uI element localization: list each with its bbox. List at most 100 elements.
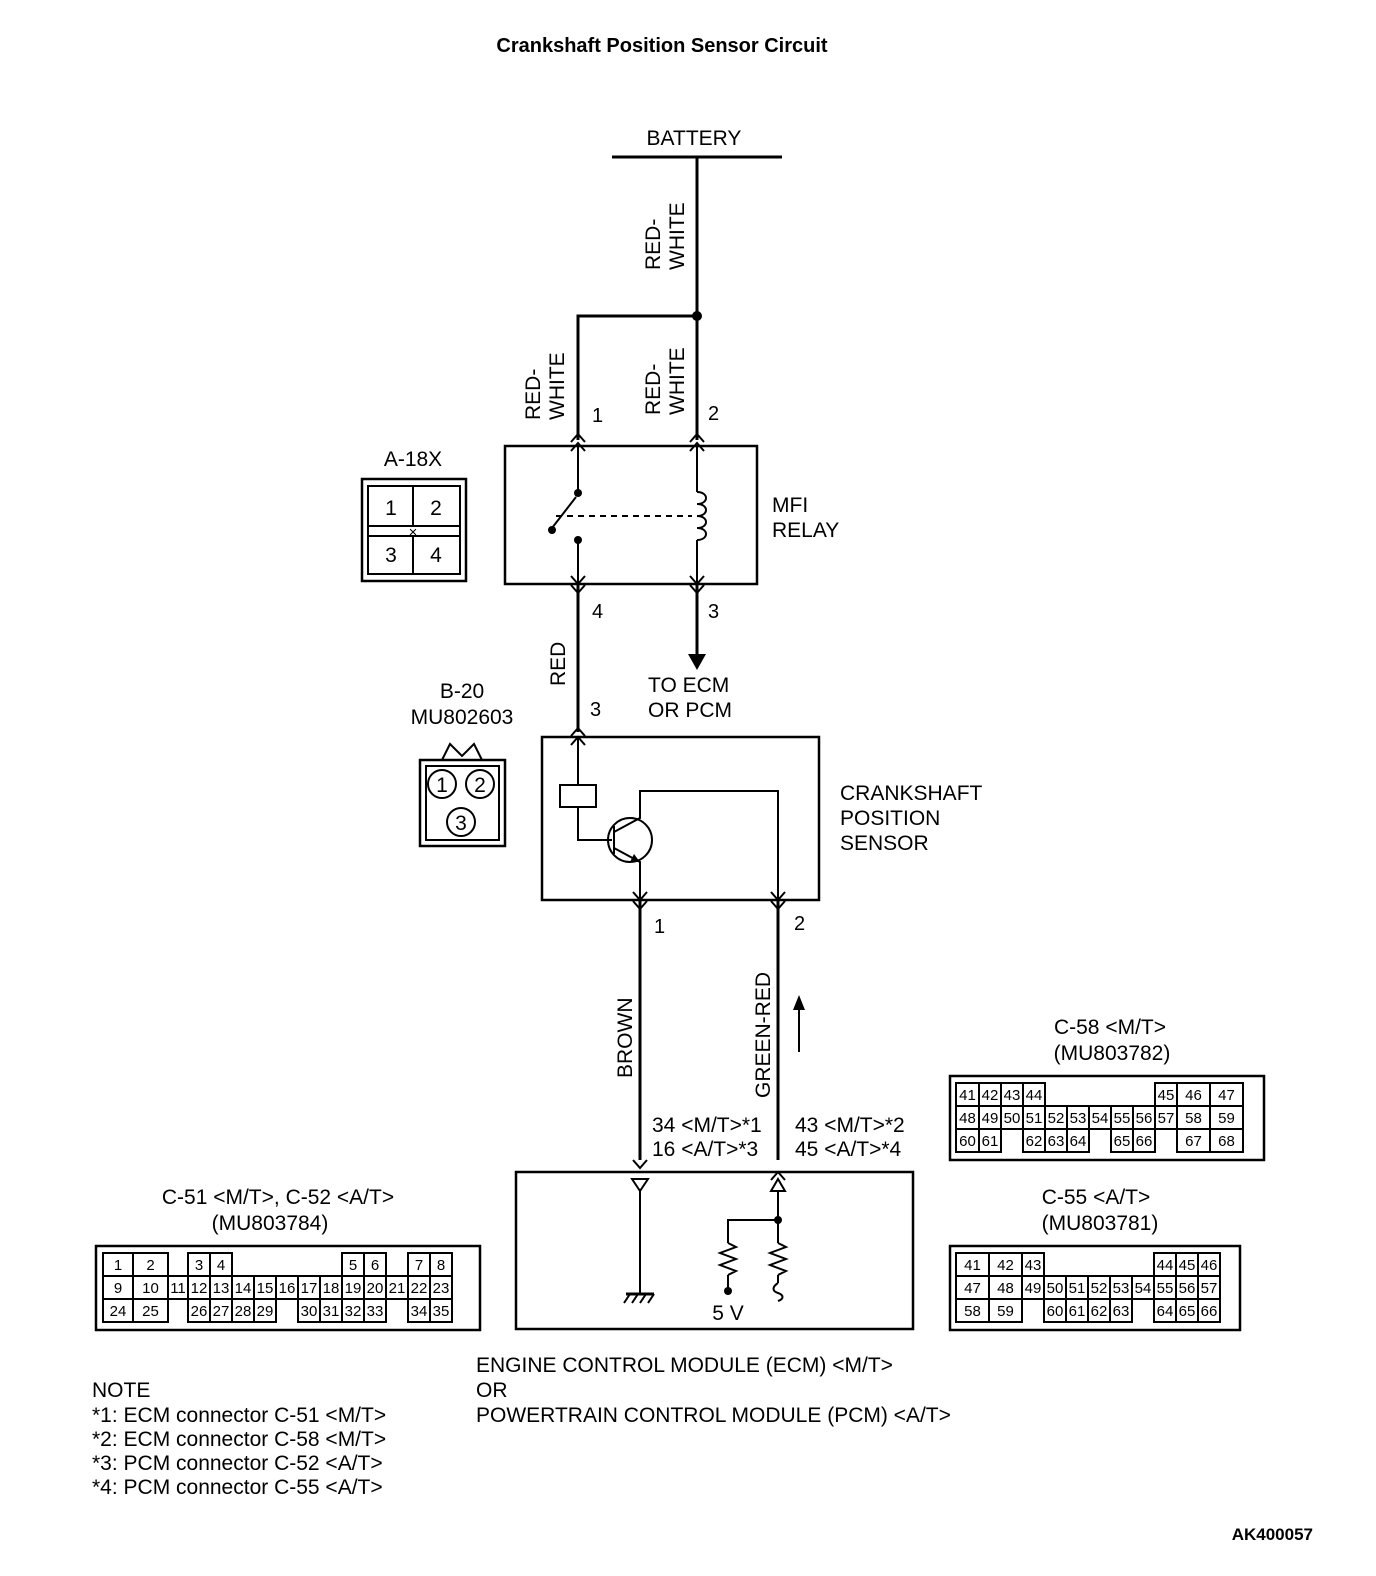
connector-arrow [570, 726, 586, 737]
note-item: *1: ECM connector C-51 <M/T> [92, 1404, 386, 1427]
connector-pin-number: 9 [114, 1280, 122, 1297]
connector-pin-number: 48 [997, 1280, 1014, 1297]
ground-hatch [647, 1293, 655, 1304]
connector-pin-number: 5 [349, 1257, 357, 1274]
sensor-connector-pin: 2 [474, 774, 486, 797]
connector-pin-cell [253, 1298, 277, 1323]
ground-input-icon [630, 1178, 650, 1193]
note-item: *2: ECM connector C-58 <M/T> [92, 1428, 386, 1451]
connector-pin-number: 53 [1113, 1280, 1130, 1297]
c58-part: (MU803782) [1054, 1042, 1171, 1065]
relay-connector-pin: 3 [385, 544, 397, 567]
signal-input-icon [769, 1177, 787, 1192]
connector-pin-number: 27 [213, 1303, 230, 1320]
wire-label-red: RED [547, 642, 570, 686]
c58-title: C-58 <M/T> [1054, 1016, 1166, 1039]
wire-label-brown: BROWN [614, 998, 637, 1079]
connector-pin-number: 51 [1069, 1280, 1086, 1297]
connector-pin-cell [1209, 1128, 1244, 1153]
sensor-connector-code: B-20 [440, 680, 484, 703]
connector-pin-cell [1197, 1298, 1221, 1323]
connector-pin-number: 10 [142, 1280, 159, 1297]
connector-pin-number: 62 [1091, 1303, 1108, 1320]
connector-pin-cell [1109, 1298, 1133, 1323]
sensor-pin-1: 1 [654, 916, 665, 938]
connector-arrow [689, 441, 705, 452]
relay-pin-3: 3 [708, 601, 719, 623]
connector-pin-number: 61 [982, 1133, 999, 1150]
connector-pin-number: 56 [1179, 1280, 1196, 1297]
sensor-connector-pin: 3 [455, 812, 467, 835]
wire-label-green-red: GREEN-RED [752, 972, 775, 1098]
connector-pin-number: 30 [301, 1303, 318, 1320]
connector-pin-number: 63 [1048, 1133, 1065, 1150]
connector-pin-number: 32 [345, 1303, 362, 1320]
mfi-relay-box [503, 444, 759, 586]
sensor-connector-lock [441, 742, 483, 761]
connector-pin-number: 64 [1157, 1303, 1174, 1320]
transistor-emitter [613, 847, 641, 900]
connector-pin-number: 67 [1185, 1133, 1202, 1150]
connector-pin-number: 45 [1158, 1087, 1175, 1104]
connector-pin-number: 7 [415, 1257, 423, 1274]
sensor-internal-wire [577, 807, 612, 841]
battery-label: BATTERY [647, 127, 742, 150]
connector-pin-number: 42 [982, 1087, 999, 1104]
relay-connector-pin: 1 [385, 497, 397, 520]
connector-pin-number: 59 [1218, 1110, 1235, 1127]
ground-hatch [631, 1293, 639, 1304]
connector-pin-number: 31 [323, 1303, 340, 1320]
connector-pin-number: 68 [1218, 1133, 1235, 1150]
transistor-emitter-arrow [630, 854, 640, 862]
wire-label-pin1-red-white: RED-WHITE [522, 352, 569, 420]
connector-pin-number: 14 [235, 1280, 252, 1297]
connector-pin-number: 24 [110, 1303, 127, 1320]
connector-pin-number: 48 [959, 1110, 976, 1127]
ecm-voltage-label: 5 V [712, 1302, 744, 1325]
connector-pin-number: 22 [411, 1280, 428, 1297]
connector-pin-number: 19 [345, 1280, 362, 1297]
connector-pin-number: 66 [1136, 1133, 1153, 1150]
signal-resistor-icon [767, 1242, 789, 1276]
c55-part: (MU803781) [1042, 1212, 1159, 1235]
transistor-collector [613, 790, 779, 900]
sensor-connector-pin-ring [446, 807, 476, 837]
connector-pin-number: 43 [1025, 1257, 1042, 1274]
connector-pin-number: 35 [433, 1303, 450, 1320]
wire-label-battery-red-white: RED-WHITE [642, 202, 689, 270]
connector-pin-number: 54 [1135, 1280, 1152, 1297]
connector-arrow [632, 1159, 648, 1170]
connector-pin-number: 66 [1201, 1303, 1218, 1320]
crankshaft-sensor-box [540, 735, 821, 902]
c58-connector-outer [948, 1074, 1266, 1162]
chassis-ground-icon [772, 1282, 784, 1302]
connector-pin-number: 3 [195, 1257, 203, 1274]
connector-pin-number: 46 [1185, 1087, 1202, 1104]
connector-pin-number: 54 [1092, 1110, 1109, 1127]
c51-part: (MU803784) [212, 1212, 329, 1235]
connector-pin-number: 52 [1048, 1110, 1065, 1127]
connector-pin-number: 56 [1136, 1110, 1153, 1127]
connector-pin-number: 44 [1026, 1087, 1043, 1104]
connector-pin-cell [429, 1298, 453, 1323]
relay-contact [574, 489, 582, 497]
connector-pin-number: 18 [323, 1280, 340, 1297]
ground-hatch [639, 1293, 647, 1304]
note-block: NOTE *1: ECM connector C-51 <M/T> *2: EC… [92, 1379, 392, 1499]
sensor-connector-inner [425, 765, 500, 841]
relay-switch-blade [551, 496, 577, 529]
connector-pin-number: 12 [191, 1280, 208, 1297]
relay-contact [574, 536, 582, 544]
connector-pin-number: 46 [1201, 1257, 1218, 1274]
connector-pin-number: 42 [997, 1257, 1014, 1274]
connector-pin-number: 25 [142, 1303, 159, 1320]
note-item: *4: PCM connector C-55 <A/T> [92, 1476, 383, 1499]
connector-arrow [570, 441, 586, 452]
connector-pin-number: 34 [411, 1303, 428, 1320]
